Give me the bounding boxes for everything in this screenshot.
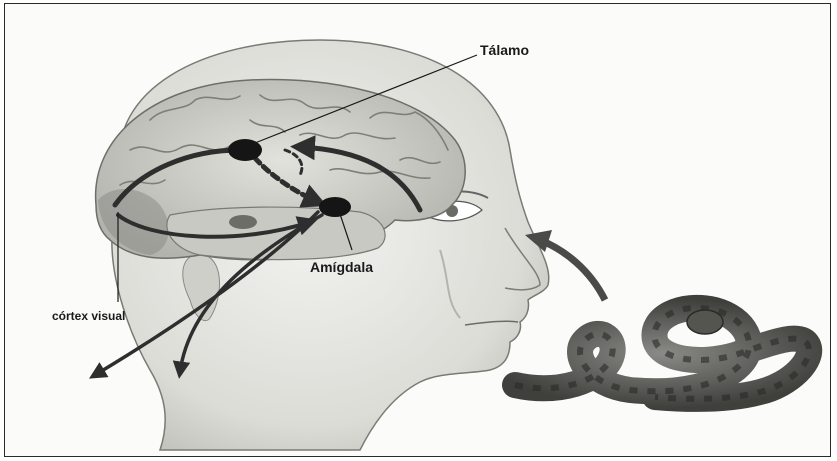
snake-illustration: [515, 308, 809, 399]
hippocampus-shape: [229, 215, 257, 229]
label-thalamus: Tálamo: [480, 42, 529, 58]
label-amygdala: Amígdala: [310, 259, 373, 275]
amygdala-node: [319, 197, 351, 217]
label-visual-cortex: córtex visual: [52, 309, 125, 323]
